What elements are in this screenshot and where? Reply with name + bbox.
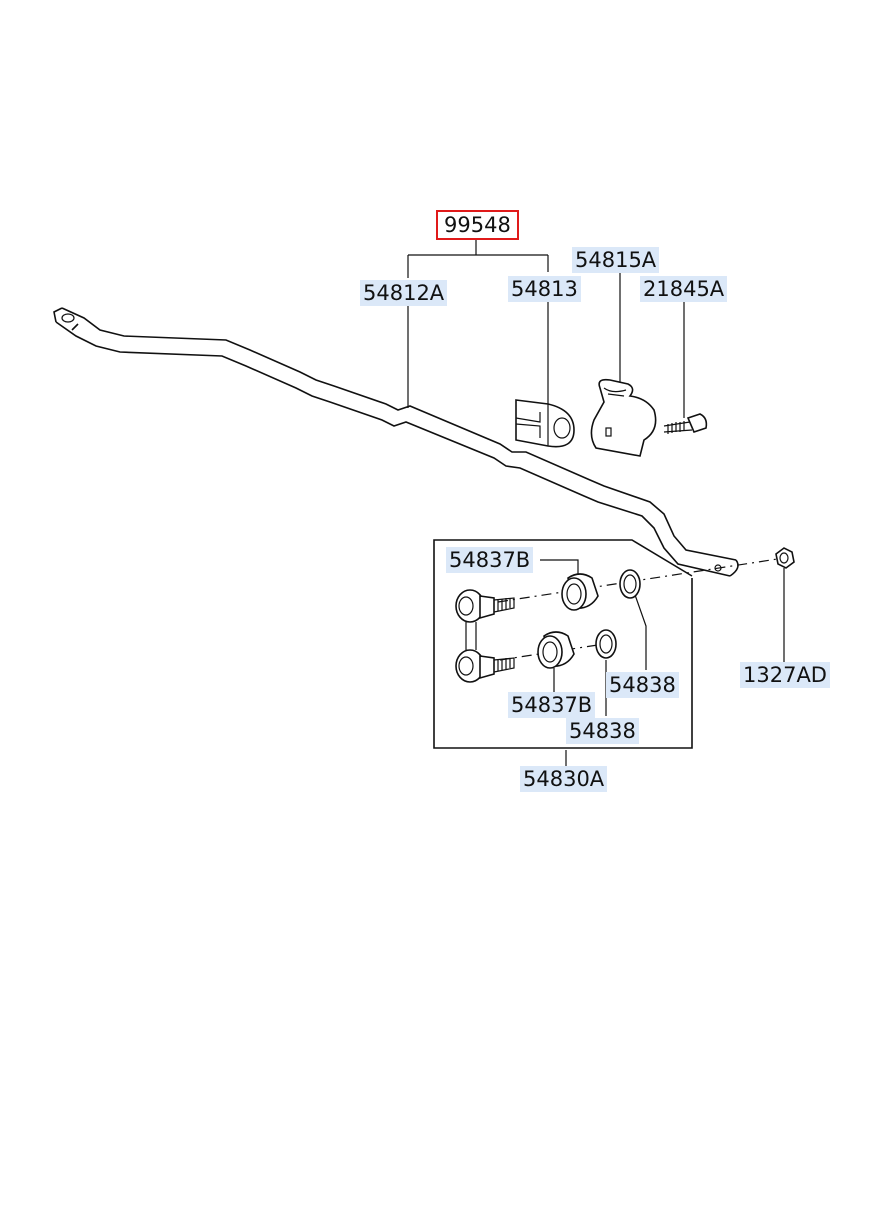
washer-lower[interactable] (595, 629, 617, 659)
link-bushing-upper[interactable] (561, 573, 599, 611)
part-label-bracket[interactable]: 54815A (572, 247, 660, 273)
part-label-link-bushing-lower[interactable]: 54837B (508, 692, 596, 718)
link-assembly-box (433, 539, 693, 749)
part-label-washer-lower[interactable]: 54838 (566, 718, 639, 744)
bolt-part[interactable] (663, 413, 708, 434)
part-label-washer-right[interactable]: 54838 (606, 672, 679, 698)
bushing-part[interactable] (515, 399, 575, 448)
part-label-link-assembly[interactable]: 54830A (520, 766, 608, 792)
washer-right[interactable] (619, 569, 641, 599)
stabilizer-bar[interactable] (53, 307, 739, 577)
part-label-bushing[interactable]: 54813 (508, 276, 581, 302)
part-label-nut[interactable]: 1327AD (740, 662, 830, 688)
part-label-bar[interactable]: 54812A (360, 280, 448, 306)
stabilizer-link[interactable] (455, 589, 515, 683)
part-label-bolt[interactable]: 21845A (640, 276, 728, 302)
link-axis-line (497, 557, 785, 603)
assembly-code-label[interactable]: 99548 (436, 210, 519, 240)
bracket-part[interactable] (590, 378, 657, 457)
nut-part[interactable] (775, 547, 795, 569)
leader-lines (407, 240, 785, 766)
part-label-link-bushing-upper[interactable]: 54837B (446, 547, 534, 573)
link-bushing-lower[interactable] (537, 631, 575, 669)
